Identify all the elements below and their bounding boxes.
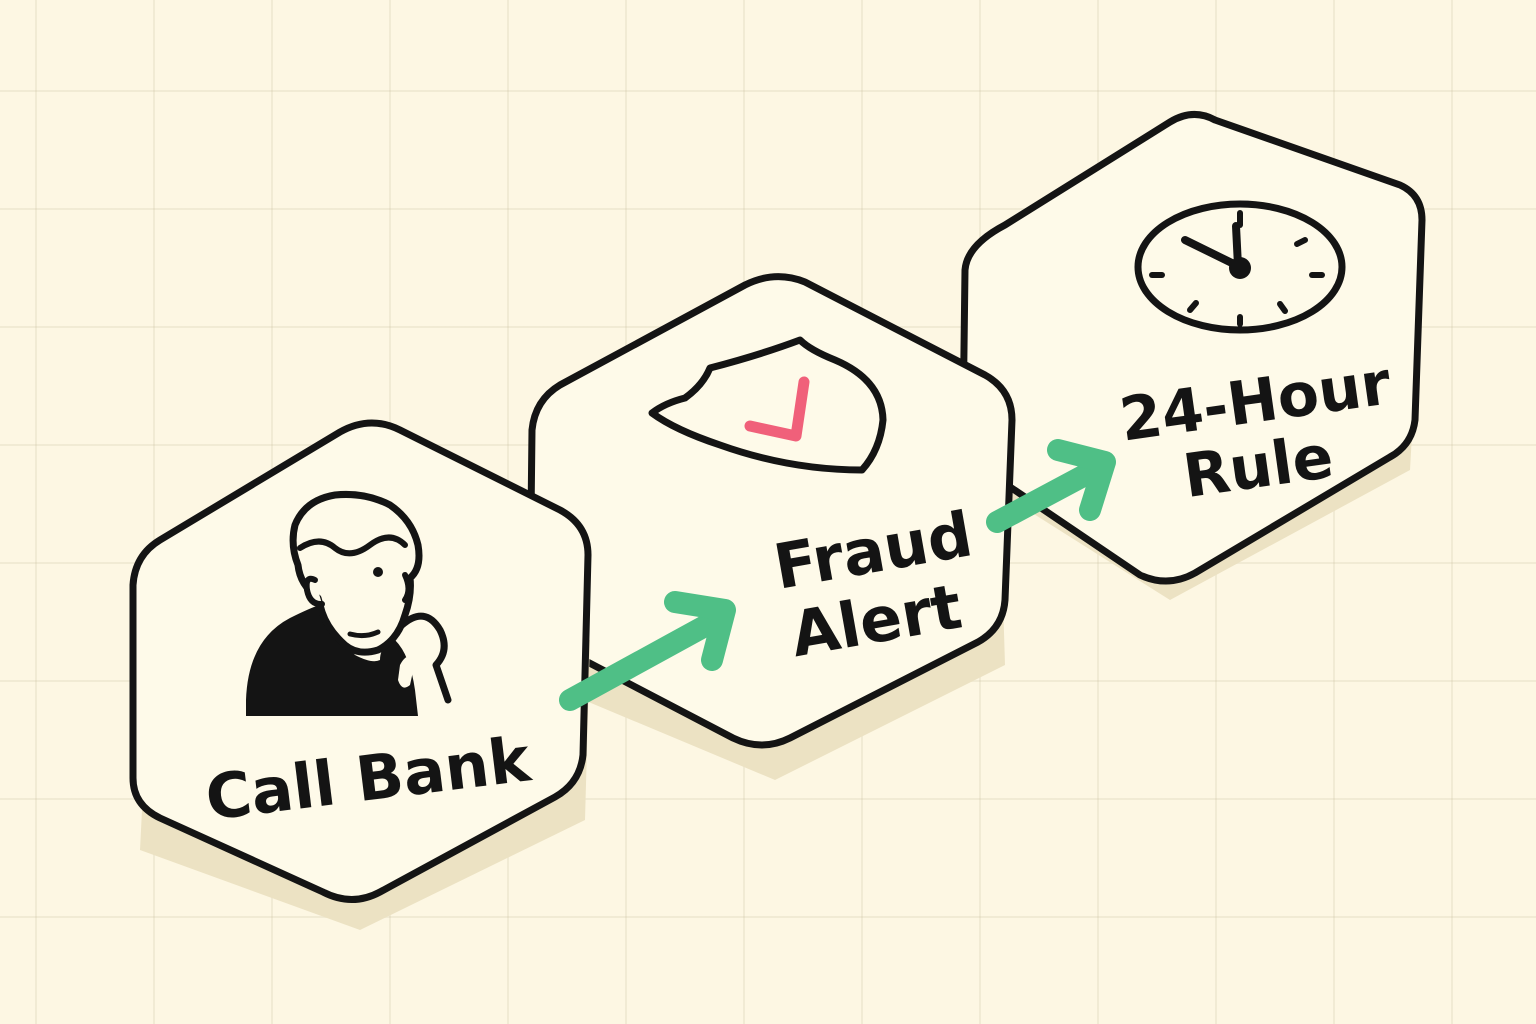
step-24-hour-rule: 24-Hour Rule xyxy=(959,111,1426,600)
arrow-fraud-alert-to-24-hour-rule xyxy=(986,439,1116,533)
shield-check-icon xyxy=(648,336,887,474)
phone-call-person-icon xyxy=(246,491,452,716)
clock-icon xyxy=(1134,200,1346,334)
step-call-bank: Call Bank xyxy=(129,419,592,930)
step-fraud-alert: Fraud Alert xyxy=(526,273,1016,780)
arrow-call-bank-to-fraud-alert xyxy=(559,591,736,711)
